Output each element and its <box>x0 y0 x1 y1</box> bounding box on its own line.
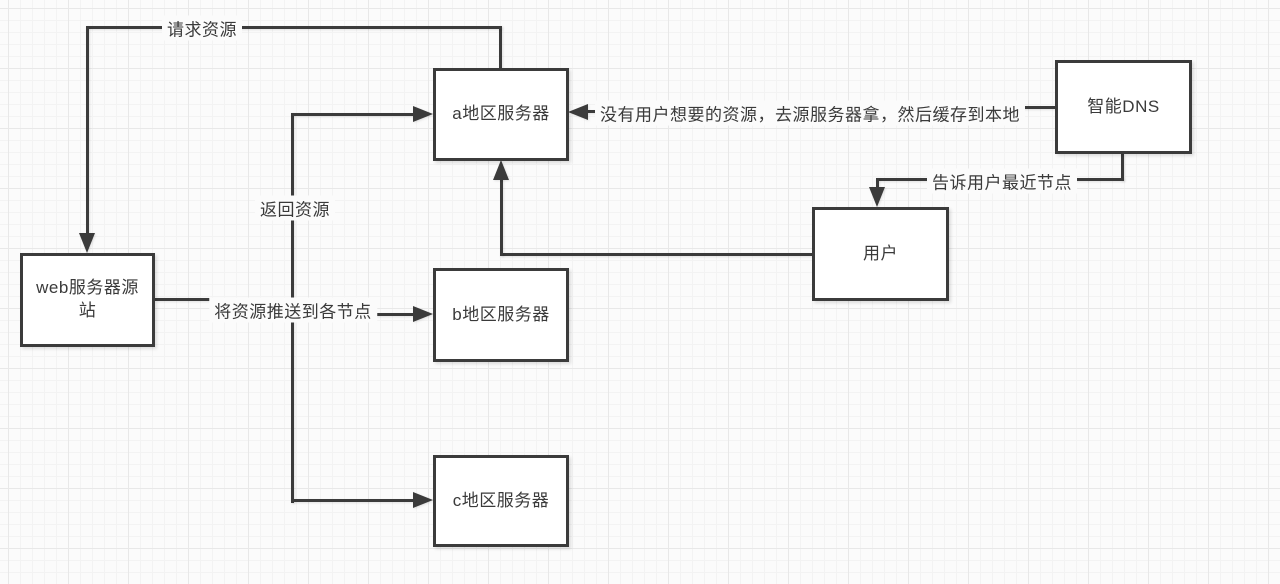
request-arrowhead <box>79 233 95 253</box>
edge-user-to-a-vertical <box>500 168 503 256</box>
user-to-a-arrowhead <box>493 160 509 180</box>
edge-dns-to-user-vertical <box>876 178 879 192</box>
to-region-a-arrowhead <box>413 106 433 122</box>
edge-label-return-resource: 返回资源 <box>255 195 335 221</box>
to-region-b-arrowhead <box>413 306 433 322</box>
edge-request-right-vertical <box>499 26 502 70</box>
edge-to-region-c-horizontal <box>291 499 415 502</box>
edge-to-region-a-horizontal <box>291 113 415 116</box>
dns-to-user-arrowhead <box>869 187 885 207</box>
node-user-label: 用户 <box>863 243 898 263</box>
node-smart-dns: 智能DNS <box>1055 60 1192 154</box>
to-region-c-arrowhead <box>413 492 433 508</box>
node-region-b-server: b地区服务器 <box>433 268 569 362</box>
node-web-origin-server-label: web服务器源 站 <box>36 278 139 320</box>
edge-request-top-horizontal <box>86 26 502 29</box>
node-region-a-server: a地区服务器 <box>433 68 569 161</box>
edge-cache-note-left-stub <box>585 110 601 113</box>
cache-note-arrowhead <box>568 104 588 120</box>
node-region-c-server-label: c地区服务器 <box>452 490 550 510</box>
edge-label-request-resource: 请求资源 <box>162 15 242 41</box>
node-region-c-server: c地区服务器 <box>433 455 569 547</box>
node-web-origin-server: web服务器源 站 <box>20 253 155 347</box>
node-region-a-server-label: a地区服务器 <box>452 104 550 124</box>
edge-cache-note-right-stub <box>1020 106 1055 109</box>
edge-push-right-horizontal <box>368 313 415 316</box>
node-user: 用户 <box>812 207 949 301</box>
node-region-b-server-label: b地区服务器 <box>452 304 550 324</box>
node-smart-dns-label: 智能DNS <box>1087 96 1160 116</box>
edge-label-tell-nearest-node: 告诉用户最近节点 <box>927 168 1077 194</box>
edge-label-push-to-nodes: 将资源推送到各节点 <box>209 297 377 323</box>
edge-request-left-vertical <box>86 26 89 237</box>
edge-label-cache-note: 没有用户想要的资源，去源服务器拿，然后缓存到本地 <box>595 100 1025 126</box>
edge-user-to-a-horizontal <box>500 253 812 256</box>
edge-dns-down-vertical <box>1121 154 1124 181</box>
